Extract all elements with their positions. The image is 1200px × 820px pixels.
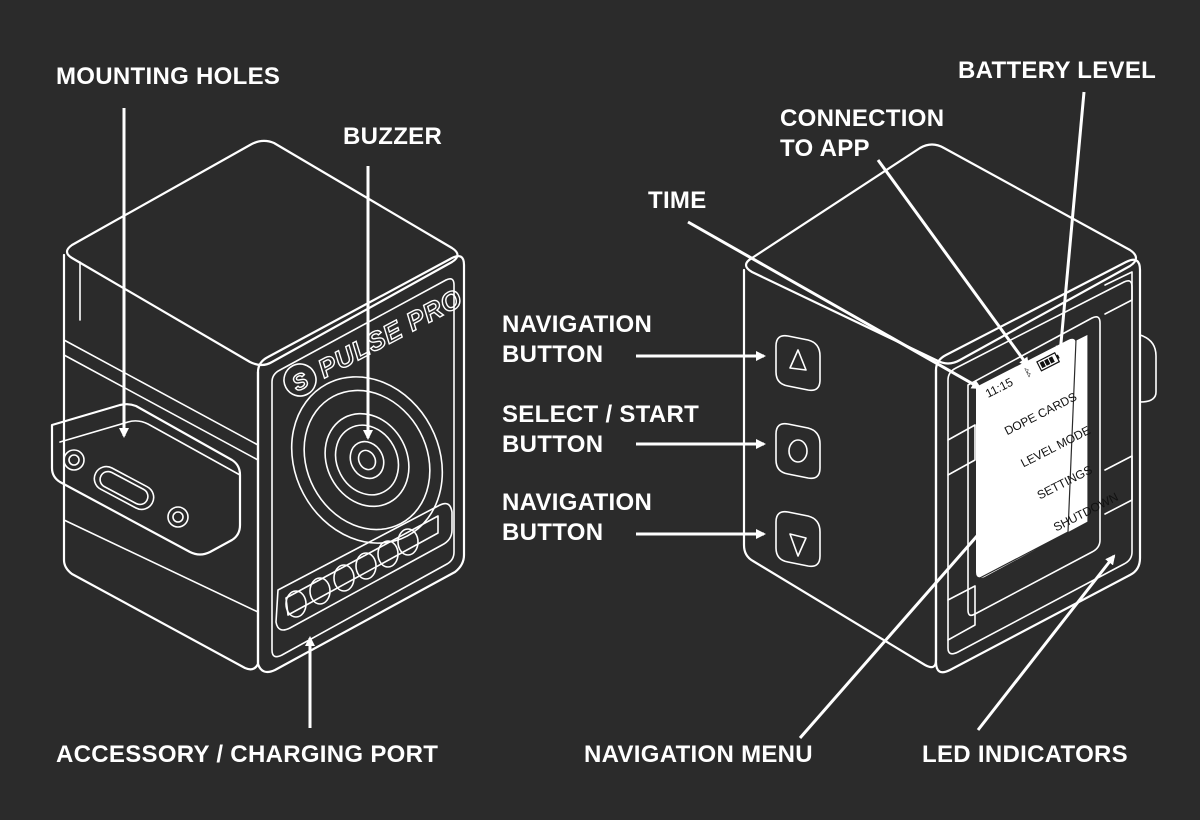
device-left-top-face [65, 139, 459, 367]
accessory-port [275, 502, 453, 631]
label-connection-line1: CONNECTION [780, 105, 945, 132]
pointer-connection [876, 159, 1030, 368]
pointer-navigation-menu [798, 510, 1000, 739]
mounting-hole-right [167, 506, 189, 528]
device-right-top-face [744, 143, 1138, 365]
buzzer [290, 376, 444, 544]
device-left: S PULSE PRO [50, 139, 468, 674]
battery-icon [1036, 351, 1061, 372]
nav-down-button[interactable] [775, 510, 821, 568]
front-face-inner-border [271, 278, 455, 658]
device-left-front-face [256, 255, 466, 674]
device-right-front-face [934, 258, 1142, 674]
corner-notch [1104, 455, 1133, 515]
brand-logo: S PULSE PRO [283, 282, 468, 397]
front-inner-contour [947, 280, 1133, 655]
side-groove [63, 519, 259, 613]
pointer-battery [1055, 91, 1086, 356]
side-bump [1139, 334, 1157, 403]
mounting-slot [93, 465, 155, 511]
mounting-hole-left [63, 449, 85, 471]
svg-text:S: S [288, 367, 314, 396]
display-screen: 11:15 ᛒ DOPE CARDS LEVEL MODE SETTINGS S… [975, 333, 1120, 581]
mounting-bracket [50, 403, 242, 556]
device-right: 11:15 ᛒ DOPE CARDS LEVEL MODE SETTINGS S… [742, 143, 1157, 674]
side-groove [63, 339, 259, 446]
side-groove [63, 354, 259, 461]
label-accessory-port: ACCESSORY / CHARGING PORT [56, 741, 439, 768]
label-select-line1: SELECT / START [502, 401, 700, 428]
label-buzzer: BUZZER [343, 123, 443, 150]
svg-text:PULSE PRO: PULSE PRO [313, 283, 468, 384]
label-nav-bottom-line1: NAVIGATION [502, 489, 653, 516]
label-select-line2: BUTTON [502, 431, 604, 458]
triangle-up-icon [789, 349, 807, 371]
label-navigation-menu: NAVIGATION MENU [584, 741, 813, 768]
label-battery-level: BATTERY LEVEL [958, 57, 1157, 84]
label-connection-line2: TO APP [780, 135, 870, 162]
corner-notch [947, 424, 976, 476]
corner-notch [1104, 271, 1133, 315]
select-start-button[interactable] [775, 422, 821, 480]
bluetooth-icon: ᛒ [1023, 366, 1034, 380]
circle-icon [788, 439, 808, 463]
label-nav-top-line2: BUTTON [502, 341, 604, 368]
label-nav-bottom-line2: BUTTON [502, 519, 604, 546]
label-nav-top-line1: NAVIGATION [502, 311, 653, 338]
corner-notch [947, 585, 976, 641]
device-left-side-face [62, 253, 260, 671]
label-led-indicators: LED INDICATORS [922, 741, 1128, 768]
pointer-led-indicators [976, 554, 1116, 731]
screen-bezel [967, 316, 1101, 617]
device-right-side-face [742, 268, 938, 669]
pointer-time [687, 220, 982, 390]
nav-up-button[interactable] [775, 334, 821, 392]
label-time: TIME [648, 187, 707, 214]
triangle-down-icon [789, 533, 807, 557]
label-mounting-holes: MOUNTING HOLES [56, 63, 281, 90]
